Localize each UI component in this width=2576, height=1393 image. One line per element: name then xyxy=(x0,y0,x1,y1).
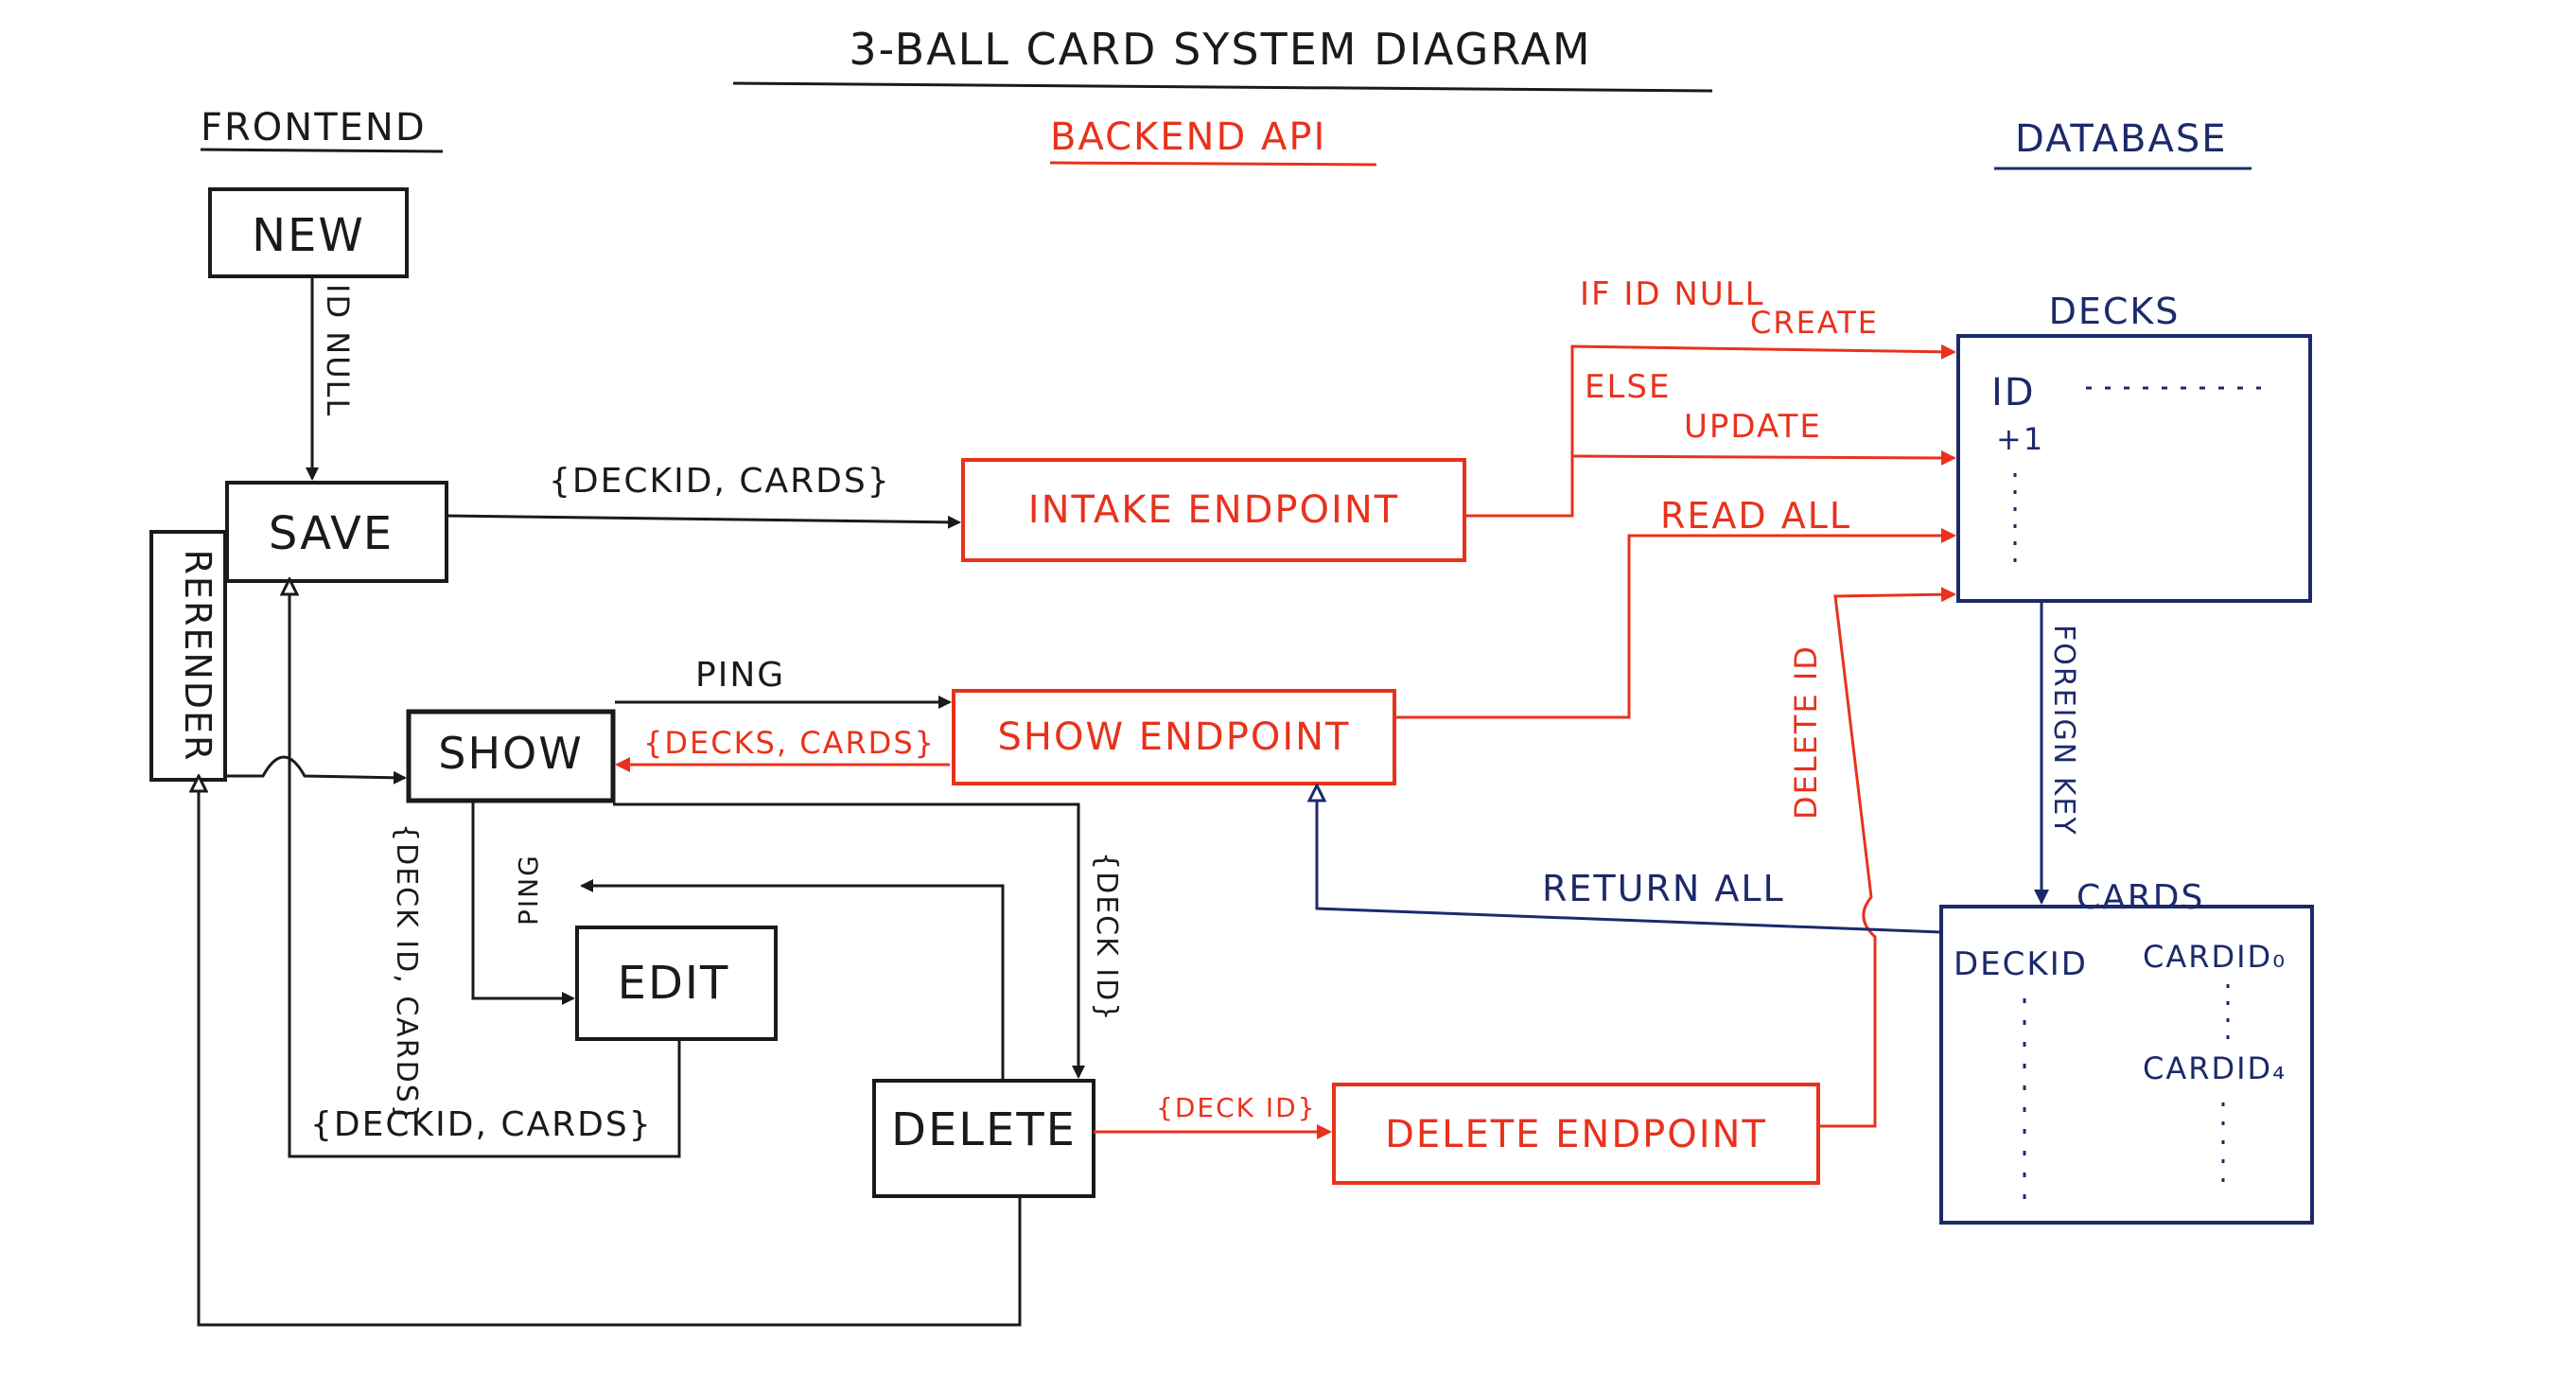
backend-underline xyxy=(1049,161,1377,167)
cards-cardid0-field: CARDID₀ xyxy=(2143,939,2287,975)
title-underline xyxy=(732,81,1713,93)
database-heading: DATABASE xyxy=(2015,117,2228,161)
delete-label: DELETE xyxy=(891,1103,1077,1156)
intake-create-arrow xyxy=(1464,344,1956,518)
show-box: SHOW xyxy=(406,709,616,803)
diagram-title: 3-BALL CARD SYSTEM DIAGRAM xyxy=(849,24,1591,75)
new-label: NEW xyxy=(252,209,365,262)
show-endpoint-read-all-arrow xyxy=(1394,528,1956,719)
create-label: CREATE xyxy=(1750,305,1879,341)
else-label: ELSE xyxy=(1585,368,1672,406)
frontend-heading: FRONTEND xyxy=(201,106,427,150)
save-payload-label: {DECKID, CARDS} xyxy=(549,462,891,501)
show-label: SHOW xyxy=(438,728,583,779)
cards-heading: CARDS xyxy=(2077,878,2204,917)
frontend-underline xyxy=(200,148,444,153)
intake-endpoint-box: INTAKE ENDPOINT xyxy=(961,458,1466,562)
cards-cardid4-field: CARDID₄ xyxy=(2143,1050,2287,1086)
show-edit-payload-label: {DECK ID, CARDS} xyxy=(390,823,423,1124)
delete-endpoint-delete-id-arrow xyxy=(1818,587,1956,1128)
backend-heading: BACKEND API xyxy=(1050,115,1326,159)
if-id-null-label: IF ID NULL xyxy=(1580,275,1765,313)
return-all-arrow xyxy=(1317,793,1942,934)
edit-to-save-loop xyxy=(289,587,681,1158)
edit-box: EDIT xyxy=(575,926,778,1041)
cards-deckid-field: DECKID xyxy=(1954,945,2088,983)
ping-show-label: PING xyxy=(695,656,785,695)
delete-to-rerender-loop xyxy=(199,784,1022,1327)
update-label: UPDATE xyxy=(1684,408,1822,446)
show-endpoint-label: SHOW ENDPOINT xyxy=(998,715,1351,759)
rerender-label: RERENDER xyxy=(177,550,219,763)
decks-heading: DECKS xyxy=(2049,291,2181,332)
id-null-label: ID NULL xyxy=(320,284,356,417)
edit-label: EDIT xyxy=(618,957,730,1010)
decks-plus-one: +1 xyxy=(1996,421,2044,457)
show-endpoint-box: SHOW ENDPOINT xyxy=(952,689,1396,785)
save-label: SAVE xyxy=(269,507,394,560)
show-delete-payload-label: {DECK ID} xyxy=(1090,852,1123,1022)
cards-table: DECKID CARDID₀ CARDID₄ xyxy=(1939,905,2314,1225)
foreign-key-label: FOREIGN KEY xyxy=(2047,625,2080,837)
intake-endpoint-label: INTAKE ENDPOINT xyxy=(1028,488,1399,532)
new-box: NEW xyxy=(208,187,409,278)
rerender-box: RERENDER xyxy=(149,530,227,782)
delete-payload-label: {DECK ID} xyxy=(1156,1092,1317,1123)
return-all-label: RETURN ALL xyxy=(1542,868,1785,909)
decks-id-field: ID xyxy=(1991,371,2036,414)
read-all-label: READ ALL xyxy=(1660,495,1851,537)
save-box: SAVE xyxy=(225,481,448,583)
ping-edit-label: PING xyxy=(513,854,544,926)
rerender-to-show-arrow xyxy=(225,755,407,785)
delete-endpoint-box: DELETE ENDPOINT xyxy=(1332,1083,1820,1185)
edit-save-payload-label: {DECKID, CARDS} xyxy=(310,1105,653,1144)
decks-table: ID +1 xyxy=(1956,334,2312,603)
save-to-intake-arrow xyxy=(446,514,961,529)
delete-box: DELETE xyxy=(872,1079,1095,1198)
delete-endpoint-label: DELETE ENDPOINT xyxy=(1385,1113,1767,1156)
show-payload-label: {DECKS, CARDS} xyxy=(643,725,936,761)
delete-ping-to-edit-arrow xyxy=(580,879,1005,1081)
intake-update-arrow xyxy=(1571,450,1956,466)
delete-id-label: DELETE ID xyxy=(1788,644,1824,820)
show-to-edit-arrow xyxy=(471,801,575,1005)
show-to-delete-arrow xyxy=(613,802,1085,1079)
